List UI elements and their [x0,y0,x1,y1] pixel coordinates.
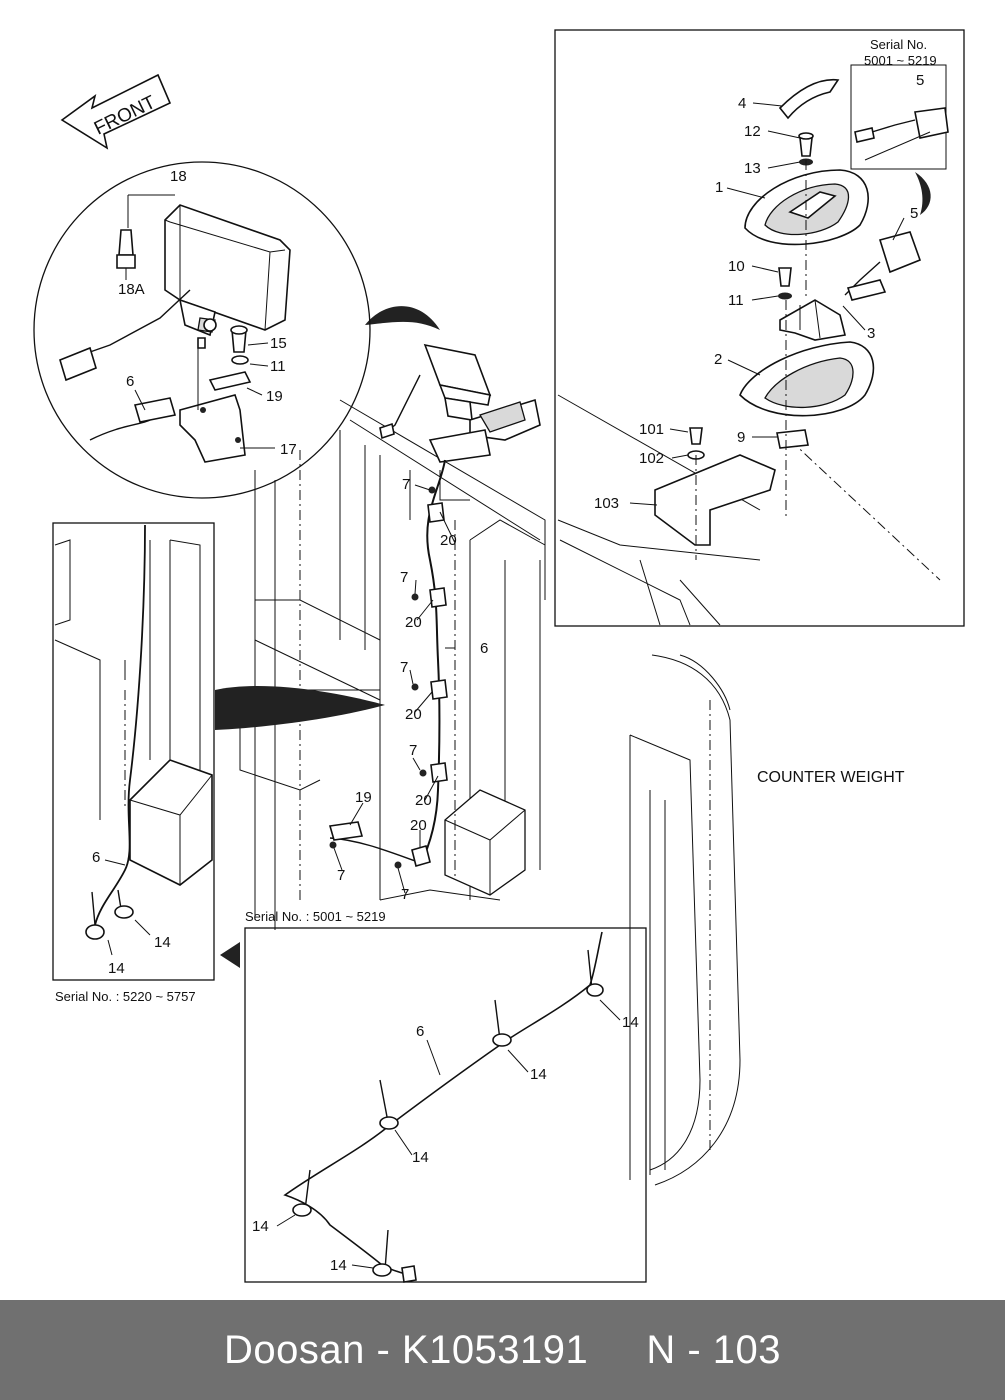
callout-20-a: 20 [440,532,457,549]
serial-lower-left: Serial No. : 5220 ~ 5757 [55,989,196,1004]
guide-arrow-serial-inset [915,172,931,215]
counter-weight-label: COUNTER WEIGHT [757,769,905,786]
callout-5-inset: 5 [916,72,924,89]
part-number-caption: Doosan - K1053191 N - 103 [223,1327,782,1372]
callout-6-circle: 6 [126,373,134,390]
callout-9: 9 [737,429,745,446]
callout-20-d: 20 [415,792,432,809]
callout-102: 102 [639,450,664,467]
callout-14-left-b: 14 [108,960,125,977]
footer-bar: Doosan - K1053191 N - 103 [0,1300,1005,1400]
callout-10: 10 [728,258,745,275]
guide-arrow-inset-bottom [220,942,240,968]
callout-3: 3 [867,325,875,342]
callout-1: 1 [715,179,723,196]
wiring-harness [328,459,448,869]
callout-18a: 18A [118,281,145,298]
callout-20-b: 20 [405,614,422,631]
upper-right-inset: Serial No. 5001 ~ 5219 5 4 12 13 1 5 10 … [554,29,965,627]
callout-6-main: 6 [480,640,488,657]
serial-top-right-line1: Serial No. [870,37,927,52]
callout-15: 15 [270,335,287,352]
front-direction-arrow: FRONT [60,73,172,150]
callout-18: 18 [170,168,187,185]
callout-14-right-c: 14 [412,1149,429,1166]
callout-17: 17 [280,441,297,458]
callout-19-main: 19 [355,789,372,806]
counter-weight: COUNTER WEIGHT [629,654,905,1186]
callout-103: 103 [594,495,619,512]
lamp-detail-circle: 18 18A 15 11 19 6 17 [33,161,371,499]
guide-arrow-lower-left [215,685,385,730]
callout-14-right-e: 14 [330,1257,347,1274]
callout-12: 12 [744,123,761,140]
serial-lower-right: Serial No. : 5001 ~ 5219 [245,909,386,924]
parts-diagram: FRONT COUNTER WEIGHT [33,29,965,1283]
callout-11: 11 [728,292,744,309]
callout-20-c: 20 [405,706,422,723]
callout-14-left-a: 14 [154,934,171,951]
callout-6-left-inset: 6 [92,849,100,866]
callout-5: 5 [910,205,918,222]
callout-6-right-inset: 6 [416,1023,424,1040]
serial-top-right-line2: 5001 ~ 5219 [864,53,937,68]
callout-101: 101 [639,421,664,438]
main-callouts: 7 20 7 20 6 7 20 7 20 19 20 7 7 [333,476,488,903]
callout-20-e: 20 [410,817,427,834]
guide-arrow-upper [365,306,440,330]
callout-7-d: 7 [409,742,417,759]
callout-4: 4 [738,95,746,112]
callout-11-circle: 11 [270,358,286,375]
callout-2: 2 [714,351,722,368]
callout-7-e: 7 [337,867,345,884]
lower-right-inset: Serial No. : 5001 ~ 5219 14 14 6 14 14 1… [244,909,647,1283]
lower-left-inset: 6 14 14 Serial No. : 5220 ~ 5757 [52,522,215,1004]
callout-14-right-b: 14 [530,1066,547,1083]
callout-7-f: 7 [401,886,409,903]
callout-7-b: 7 [400,569,408,586]
callout-7-a: 7 [402,476,410,493]
callout-13: 13 [744,160,761,177]
callout-7-c: 7 [400,659,408,676]
callout-19-circle: 19 [266,388,283,405]
work-lamp-assembly [379,343,541,463]
callout-14-right-a: 14 [622,1014,639,1031]
callout-14-right-d: 14 [252,1218,269,1235]
